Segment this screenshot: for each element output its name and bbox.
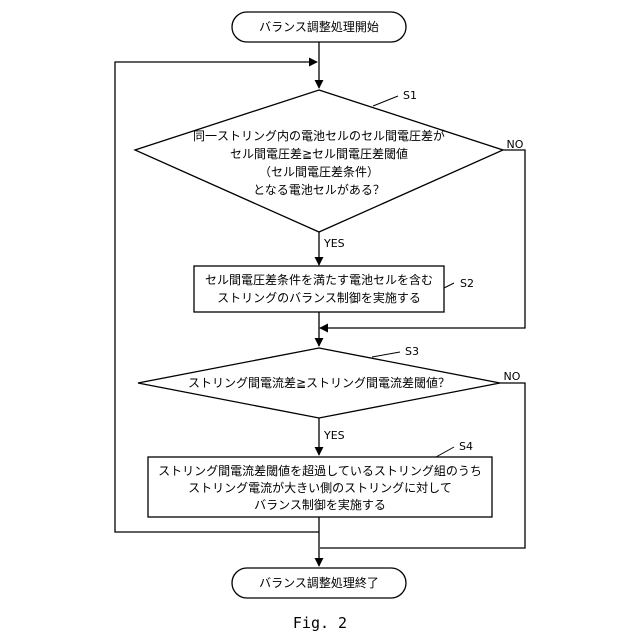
s2-step-label: S2 bbox=[455, 276, 479, 292]
s4-leader-line bbox=[436, 447, 454, 457]
s3-line-1: ストリング間電流差≧ストリング間電流差閾値？ bbox=[169, 375, 469, 391]
s3-leader-line bbox=[372, 352, 400, 357]
s4-line-1: ストリング間電流差閾値を超過しているストリング組のうち bbox=[148, 463, 492, 479]
s1-line-3: （セル間電圧差条件） bbox=[169, 164, 469, 180]
s1-no-label: NO bbox=[503, 137, 527, 153]
s3-yes-label: YES bbox=[324, 428, 354, 444]
s1-step-label: S1 bbox=[398, 88, 422, 104]
s4-step-label: S4 bbox=[454, 439, 478, 455]
s1-yes-label: YES bbox=[324, 236, 354, 252]
s2-line-2: ストリングのバランス制御を実施する bbox=[194, 290, 444, 306]
s2-leader-line bbox=[444, 283, 454, 288]
s1-line-2: セル間電圧差≧セル間電圧差閾値 bbox=[169, 146, 469, 162]
s4-line-2: ストリング電流が大きい側のストリングに対して bbox=[148, 480, 492, 496]
end-label: バランス調整処理終了 bbox=[232, 575, 406, 591]
s2-line-1: セル間電圧差条件を満たす電池セルを含む bbox=[194, 272, 444, 288]
s3-no-label: NO bbox=[500, 369, 524, 385]
s3-step-label: S3 bbox=[400, 344, 424, 360]
figure-caption: Fig. 2 bbox=[270, 614, 370, 632]
s4-line-3: バランス制御を実施する bbox=[148, 497, 492, 513]
s1-leader-line bbox=[373, 96, 398, 106]
s1-line-1: 同一ストリング内の電池セルのセル間電圧差が bbox=[169, 128, 469, 144]
s1-line-4: となる電池セルがある？ bbox=[169, 182, 469, 198]
start-label: バランス調整処理開始 bbox=[232, 19, 406, 35]
